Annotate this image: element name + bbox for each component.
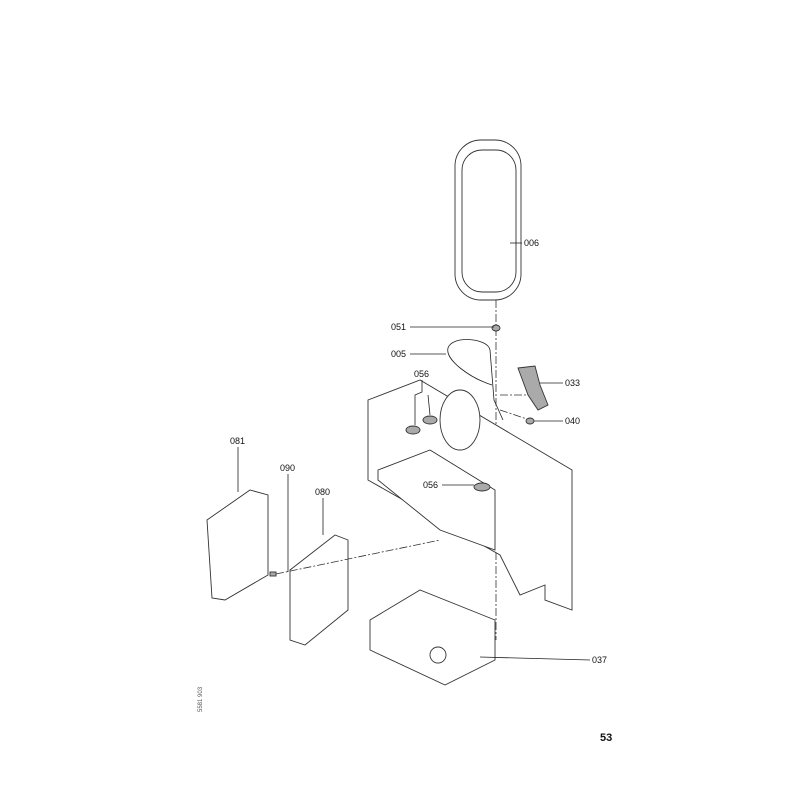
assembly-axis-clip — [499, 409, 531, 421]
hose-part — [447, 339, 504, 421]
assembly-axis-control — [275, 539, 441, 575]
drawing-code: 5581 903 — [198, 686, 204, 712]
label-051: 051 — [391, 322, 406, 332]
label-037: 037 — [592, 655, 607, 665]
label-080: 080 — [315, 487, 330, 497]
control-box-part — [289, 534, 349, 646]
label-005: 005 — [391, 349, 406, 359]
label-040: 040 — [565, 416, 580, 426]
label-033: 033 — [565, 378, 580, 388]
label-056-bottom: 056 — [423, 480, 438, 490]
clip-part — [525, 417, 535, 425]
label-090: 090 — [280, 463, 295, 473]
label-006: 006 — [524, 238, 539, 248]
label-056-top: 056 — [414, 369, 429, 379]
side-panel-part — [206, 489, 269, 601]
elbow-part — [517, 365, 549, 411]
label-081: 081 — [230, 436, 245, 446]
pump-part — [429, 646, 447, 664]
gas-unit-part — [369, 589, 496, 686]
page-number: 53 — [600, 732, 612, 744]
boiler-casing — [367, 379, 573, 611]
seal-part — [269, 571, 277, 577]
expansion-tank-part — [454, 139, 522, 301]
nut-part — [491, 324, 501, 332]
